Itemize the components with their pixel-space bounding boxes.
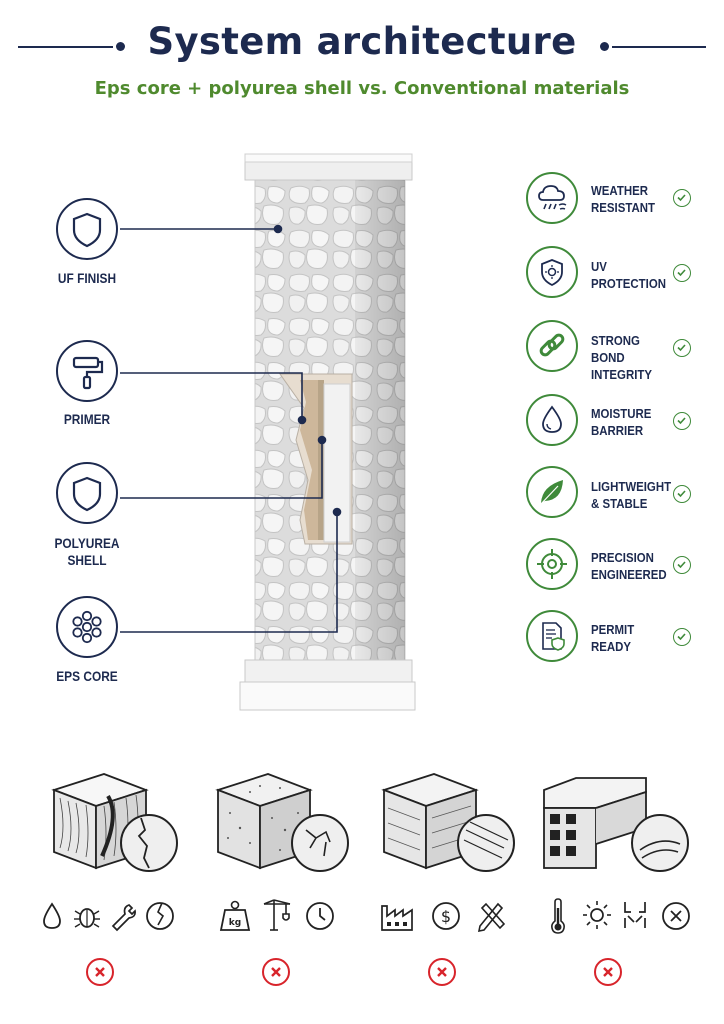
wood-block-illustration [51, 773, 178, 872]
pvc-profile-illustration [543, 777, 689, 872]
factory-icon [378, 898, 416, 938]
check-icon [673, 412, 691, 430]
chain-link-icon [539, 333, 565, 357]
broken-joint-icon [620, 898, 650, 936]
feature-label-precision: PRECISION ENGINEERED [591, 550, 667, 582]
shield-icon [72, 476, 102, 512]
layer-label-eps-core: EPS CORE [56, 668, 118, 684]
title-dot-left [116, 42, 125, 51]
check-icon [673, 485, 691, 503]
sun-icon [580, 898, 614, 936]
svg-text:kg: kg [229, 918, 241, 928]
weight-kg-icon: kg [218, 898, 252, 938]
check-icon [673, 264, 691, 282]
shield-icon [72, 212, 102, 248]
red-x-icon-stone [428, 958, 456, 986]
check-icon [673, 339, 691, 357]
feature-circle-moisture-barrier [526, 394, 578, 446]
feature-label-moisture-barrier: MOISTURE BARRIER [591, 406, 652, 438]
water-drop-icon [542, 405, 562, 433]
header: System architecture [0, 20, 724, 70]
bug-icon [72, 900, 102, 936]
red-x-icon-pvc [594, 958, 622, 986]
document-shield-icon [542, 622, 565, 651]
paint-roller-icon [72, 356, 104, 390]
page-title: System architecture [147, 20, 577, 63]
feature-label-strong-bond: STRONG BOND INTEGRITY [591, 333, 653, 382]
sun-shield-icon [541, 259, 563, 287]
water-drop-icon [40, 900, 64, 936]
check-icon [673, 628, 691, 646]
pillar-illustration [239, 153, 416, 711]
beads-icon [72, 610, 102, 644]
thermometer-icon [546, 896, 570, 940]
red-x-icon-concrete [262, 958, 290, 986]
feature-label-permit-ready: PERMIT READY [591, 622, 635, 654]
crosshair-icon [537, 549, 567, 579]
title-rule-left [18, 46, 113, 48]
svg-text:$: $ [441, 907, 451, 926]
check-icon [673, 556, 691, 574]
feature-circle-precision [526, 538, 578, 590]
title-dot-right [600, 42, 609, 51]
red-x-icon-wood [86, 958, 114, 986]
wrench-icon [108, 900, 138, 936]
title-rule-right [612, 46, 706, 48]
layer-label-polyurea-shell: POLYUREA SHELL [54, 535, 120, 568]
feature-circle-weather-resistant [526, 172, 578, 224]
pencil-ruler-icon [474, 898, 508, 938]
leader-lines [120, 224, 342, 633]
feature-label-lightweight: LIGHTWEIGHT & STABLE [591, 479, 672, 511]
layer-circle-uf-finish [56, 198, 118, 260]
layer-label-primer: PRIMER [63, 411, 111, 427]
clock-icon [304, 900, 336, 936]
dollar-icon: $ [430, 900, 462, 936]
feature-circle-uv-protection [526, 246, 578, 298]
page-subtitle: Eps core + polyurea shell vs. Convention… [94, 78, 630, 99]
cracked-circle-icon [144, 900, 176, 936]
feature-label-weather-resistant: WEATHER RESISTANT [591, 183, 655, 215]
leaf-icon [539, 480, 563, 506]
layer-circle-primer [56, 340, 118, 402]
stone-block-illustration [381, 773, 515, 872]
layer-label-uf-finish: UF FINISH [57, 270, 117, 286]
feature-circle-lightweight [526, 466, 578, 518]
x-circle-icon [660, 900, 692, 936]
layer-circle-polyurea-shell [56, 462, 118, 524]
concrete-block-illustration [215, 773, 349, 872]
check-icon [673, 189, 691, 207]
feature-label-uv-protection: UV PROTECTION [591, 259, 667, 291]
feature-circle-strong-bond [526, 320, 578, 372]
layer-circle-eps-core [56, 596, 118, 658]
feature-circle-permit-ready [526, 610, 578, 662]
crane-icon [260, 896, 294, 938]
cloud-rain-icon [538, 185, 567, 210]
